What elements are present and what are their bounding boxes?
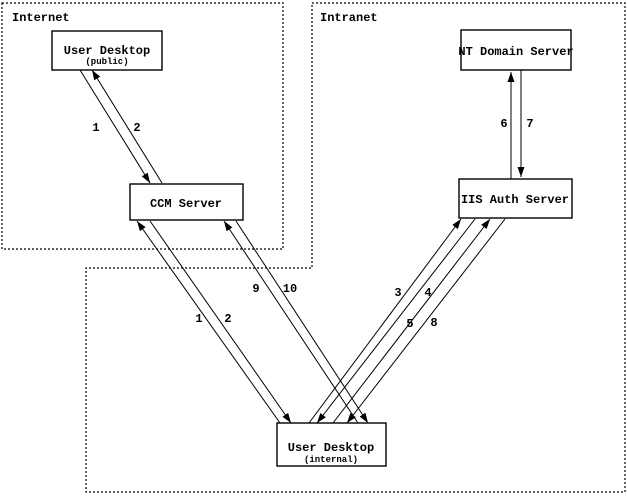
flow-label-10: 10 <box>283 282 297 296</box>
node-user-desktop-public: User Desktop (public) <box>51 30 163 71</box>
flow-2-ccm-to-internal-desktop <box>149 220 292 424</box>
flow-label-7: 7 <box>526 117 533 131</box>
flow-1-public-desktop-to-ccm <box>79 69 151 184</box>
flow-label-6: 6 <box>500 117 507 131</box>
flow-1-internal-desktop-to-ccm <box>136 220 281 424</box>
user-desktop-internal-sublabel: (internal) <box>304 455 358 465</box>
flow-3-internal-desktop-to-iis <box>308 218 462 424</box>
user-desktop-internal-label: User Desktop <box>288 441 374 455</box>
flow-label-4: 4 <box>424 286 431 300</box>
flow-4-iis-to-internal-desktop <box>316 218 476 424</box>
internet-zone-border <box>1 2 284 250</box>
ccm-server-box <box>129 183 244 221</box>
nt-domain-server-label: NT Domain Server <box>458 45 573 59</box>
iis-auth-server-label: IIS Auth Server <box>461 193 569 207</box>
node-ccm-server: CCM Server <box>129 183 244 221</box>
node-user-desktop-internal: User Desktop (internal) <box>276 422 387 467</box>
flow-label-1-public: 1 <box>92 121 99 135</box>
flow-9-internal-desktop-to-ccm <box>223 220 359 424</box>
nt-domain-server-box <box>460 29 572 71</box>
flow-label-3: 3 <box>394 286 401 300</box>
flow-label-2-internal: 2 <box>224 312 231 326</box>
flow-10-ccm-to-internal-desktop <box>235 220 369 424</box>
internet-zone-label: Internet <box>12 11 70 25</box>
flow-8-iis-to-internal-desktop <box>346 218 506 424</box>
flow-label-2-public: 2 <box>133 121 140 135</box>
user-desktop-internal-box <box>276 422 387 467</box>
user-desktop-public-box <box>51 30 163 71</box>
flow-label-1-internal: 1 <box>195 312 202 326</box>
intranet-zone-border <box>85 2 626 493</box>
flow-label-9: 9 <box>252 282 259 296</box>
flow-label-8: 8 <box>430 316 437 330</box>
flow-5-internal-desktop-to-iis <box>332 218 491 424</box>
user-desktop-public-sublabel: (public) <box>85 57 128 67</box>
flow-2-ccm-to-public-desktop <box>91 69 163 184</box>
intranet-zone-label: Intranet <box>320 11 378 25</box>
ccm-server-label: CCM Server <box>150 197 222 211</box>
node-nt-domain-server: NT Domain Server <box>458 29 574 71</box>
node-iis-auth-server: IIS Auth Server <box>458 178 573 219</box>
iis-auth-server-box <box>458 178 573 219</box>
flow-label-5: 5 <box>406 317 413 331</box>
user-desktop-public-label: User Desktop <box>64 44 150 58</box>
